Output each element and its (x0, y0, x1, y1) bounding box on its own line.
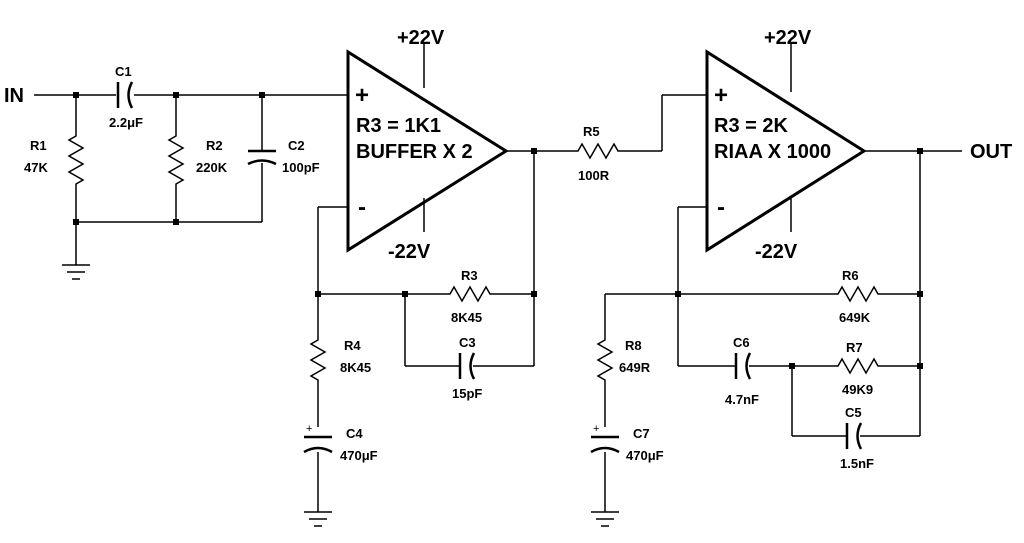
r2-name: R2 (206, 138, 223, 153)
resistor-r5 (573, 142, 621, 160)
r4-value: 8K45 (340, 360, 371, 375)
c4-polarity: + (306, 423, 312, 435)
c4-value: 470μF (340, 448, 378, 463)
capacitor-c1 (116, 81, 134, 109)
capacitor-c5 (845, 422, 863, 450)
opamp2-plus-sign: + (714, 82, 728, 109)
opamp1-minus-sign: - (358, 194, 366, 221)
c4-name: C4 (346, 426, 363, 441)
c3-value: 15pF (452, 386, 482, 401)
capacitor-c3 (458, 352, 476, 380)
junction-dots-opamp2 (675, 148, 923, 369)
r4-name: R4 (344, 338, 361, 353)
r5-to-opamp2-wire (621, 94, 707, 152)
capacitor-c2 (247, 149, 277, 166)
opamp2-minus-sign: - (717, 194, 725, 221)
resistor-r6 (832, 285, 880, 303)
c6-name: C6 (733, 335, 750, 350)
opamp1-label-line1: R3 = 1K1 (356, 115, 441, 137)
opamp1-vneg: -22V (388, 241, 431, 263)
opamp2-label-line1: R3 = 2K (714, 115, 788, 137)
c5-name: C5 (845, 405, 862, 420)
r1-value: 47K (24, 160, 48, 175)
r7-name: R7 (846, 340, 863, 355)
r6-value: 649K (839, 310, 871, 325)
resistor-r2 (167, 130, 185, 190)
resistor-r7 (832, 357, 880, 375)
resistor-r4 (309, 334, 327, 384)
r7-value: 49K9 (842, 382, 873, 397)
ground-symbol-c4 (304, 511, 332, 527)
junction-dots-input (73, 92, 265, 225)
c3-name: C3 (459, 335, 476, 350)
r1-name: R1 (30, 138, 47, 153)
c1-value: 2.2μF (109, 115, 143, 130)
input-label: IN (4, 85, 24, 107)
c7-polarity: + (593, 423, 599, 435)
opamp2-vpos: +22V (764, 27, 812, 49)
resistor-r8 (596, 334, 614, 384)
ground-symbol-input (62, 264, 90, 280)
opamp1-label-line2: BUFFER X 2 (356, 141, 473, 163)
opamp1-vpos: +22V (397, 27, 445, 49)
c6-value: 4.7nF (725, 392, 759, 407)
resistor-r1 (67, 130, 85, 190)
output-label: OUT (970, 141, 1012, 163)
c7-name: C7 (633, 426, 650, 441)
r3-value: 8K45 (451, 310, 482, 325)
r8-name: R8 (625, 338, 642, 353)
opamp2-vneg: -22V (755, 241, 798, 263)
opamp1-feedback-wires (317, 150, 573, 512)
r5-value: 100R (578, 168, 610, 183)
opamp2-label-line2: RIAA X 1000 (714, 141, 831, 163)
resistor-r3 (444, 285, 492, 303)
r8-value: 649R (619, 360, 651, 375)
r2-value: 220K (196, 160, 228, 175)
opamp1-plus-sign: + (355, 82, 369, 109)
r6-name: R6 (842, 268, 859, 283)
c2-value: 100pF (282, 160, 320, 175)
ground-symbol-c7 (591, 511, 619, 527)
r5-name: R5 (583, 124, 600, 139)
c7-value: 470μF (626, 448, 664, 463)
capacitor-c7 (590, 435, 620, 454)
c2-name: C2 (288, 138, 305, 153)
opamp-buffer-triangle (346, 49, 509, 253)
junction-dots-opamp1 (315, 148, 537, 297)
c1-name: C1 (115, 64, 132, 79)
capacitor-c6 (734, 352, 752, 380)
input-wires (34, 94, 348, 265)
c5-value: 1.5nF (840, 456, 874, 471)
r3-name: R3 (461, 268, 478, 283)
opamp-riaa-triangle (705, 49, 867, 253)
capacitor-c4 (303, 435, 333, 454)
